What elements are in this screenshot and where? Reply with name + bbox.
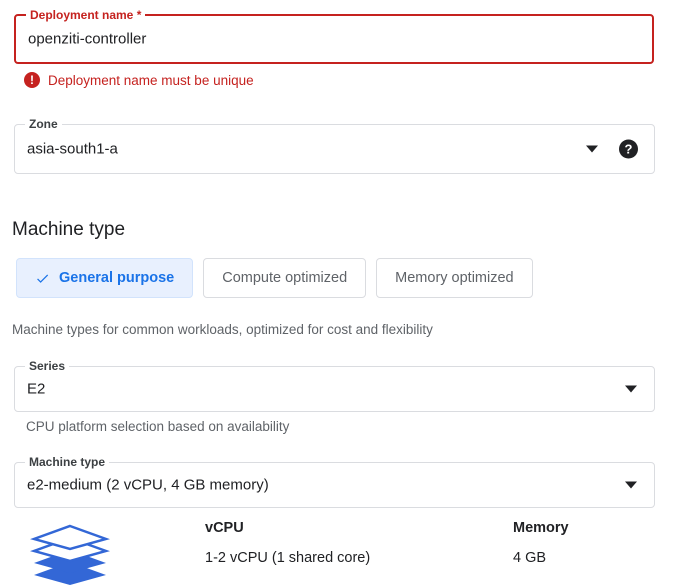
machine-family-general-purpose[interactable]: General purpose: [16, 258, 194, 298]
machine-type-section-title: Machine type: [12, 219, 126, 240]
error-message: Deployment name must be unique: [48, 72, 254, 88]
series-selected-value[interactable]: E2: [27, 380, 46, 398]
help-icon[interactable]: ?: [619, 139, 638, 159]
deployment-name-field[interactable]: Deployment name * openziti-controller: [14, 8, 654, 64]
deployment-name-input[interactable]: openziti-controller: [28, 30, 147, 48]
deployment-name-label-text: Deployment name: [30, 8, 134, 22]
memory-header: Memory: [513, 520, 569, 536]
machine-type-field[interactable]: Machine type e2-medium (2 vCPU, 4 GB mem…: [14, 455, 655, 508]
machine-family-compute-optimized-label: Compute optimized: [222, 270, 348, 286]
series-label: Series: [25, 359, 70, 373]
vcpu-value: 1-2 vCPU (1 shared core): [205, 550, 371, 566]
zone-label: Zone: [25, 117, 62, 131]
machine-family-memory-optimized[interactable]: Memory optimized: [376, 258, 533, 298]
machine-family-description: Machine types for common workloads, opti…: [12, 322, 433, 337]
zone-selected-value[interactable]: asia-south1-a: [27, 140, 118, 158]
machine-type-label: Machine type: [25, 455, 110, 469]
zone-field[interactable]: Zone asia-south1-a ?: [14, 117, 655, 174]
chevron-down-icon[interactable]: [625, 385, 637, 393]
series-field[interactable]: Series E2: [14, 359, 655, 412]
deployment-name-error: ! Deployment name must be unique: [24, 72, 254, 88]
error-icon: !: [24, 72, 40, 88]
machine-family-compute-optimized[interactable]: Compute optimized: [203, 258, 367, 298]
deployment-name-label: Deployment name *: [26, 8, 146, 22]
machine-stack-icon: [30, 524, 110, 585]
series-helper-text: CPU platform selection based on availabi…: [26, 419, 290, 434]
machine-family-memory-optimized-label: Memory optimized: [395, 270, 514, 286]
chevron-down-icon[interactable]: [586, 145, 598, 153]
vcpu-header: vCPU: [205, 520, 244, 536]
machine-family-general-purpose-label: General purpose: [59, 270, 175, 286]
required-asterisk: *: [136, 8, 142, 22]
chevron-down-icon[interactable]: [625, 481, 637, 489]
check-icon: [37, 274, 49, 283]
memory-value: 4 GB: [513, 550, 547, 566]
machine-family-selector: General purpose Compute optimized Memory…: [16, 258, 533, 298]
machine-type-selected-value[interactable]: e2-medium (2 vCPU, 4 GB memory): [27, 476, 269, 494]
